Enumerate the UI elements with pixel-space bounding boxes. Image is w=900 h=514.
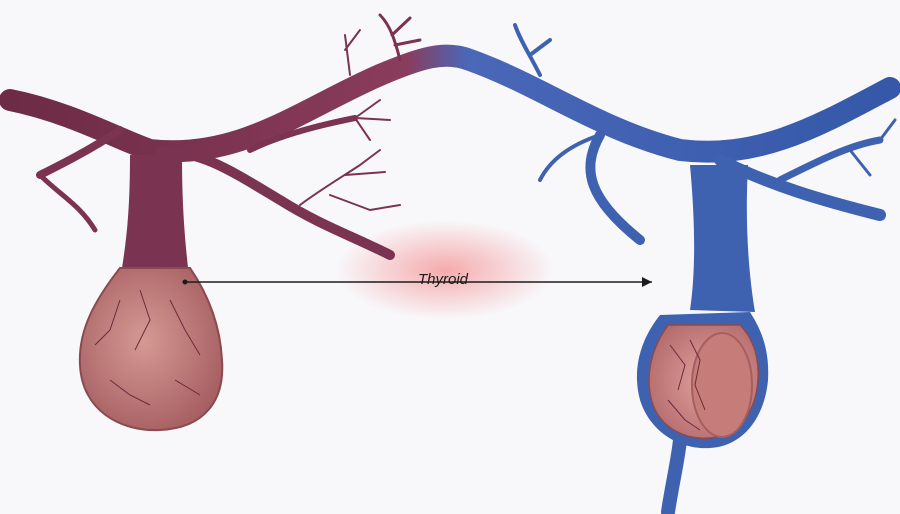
left-gland-veins: [94, 289, 201, 406]
artery-branches: [36, 13, 422, 260]
highlight-glow: [335, 220, 555, 320]
arrow-tail-dot: [182, 279, 188, 285]
left-stalk: [122, 155, 188, 268]
right-lower-vessel: [661, 433, 687, 514]
arrow-head: [642, 277, 652, 287]
right-gland-veins: [667, 339, 706, 431]
main-vessel: [0, 44, 900, 163]
thyroid-label: Thyroid: [418, 271, 469, 288]
right-gland-inner: [691, 332, 753, 438]
left-gland: [78, 267, 224, 432]
right-stalk: [690, 165, 755, 312]
